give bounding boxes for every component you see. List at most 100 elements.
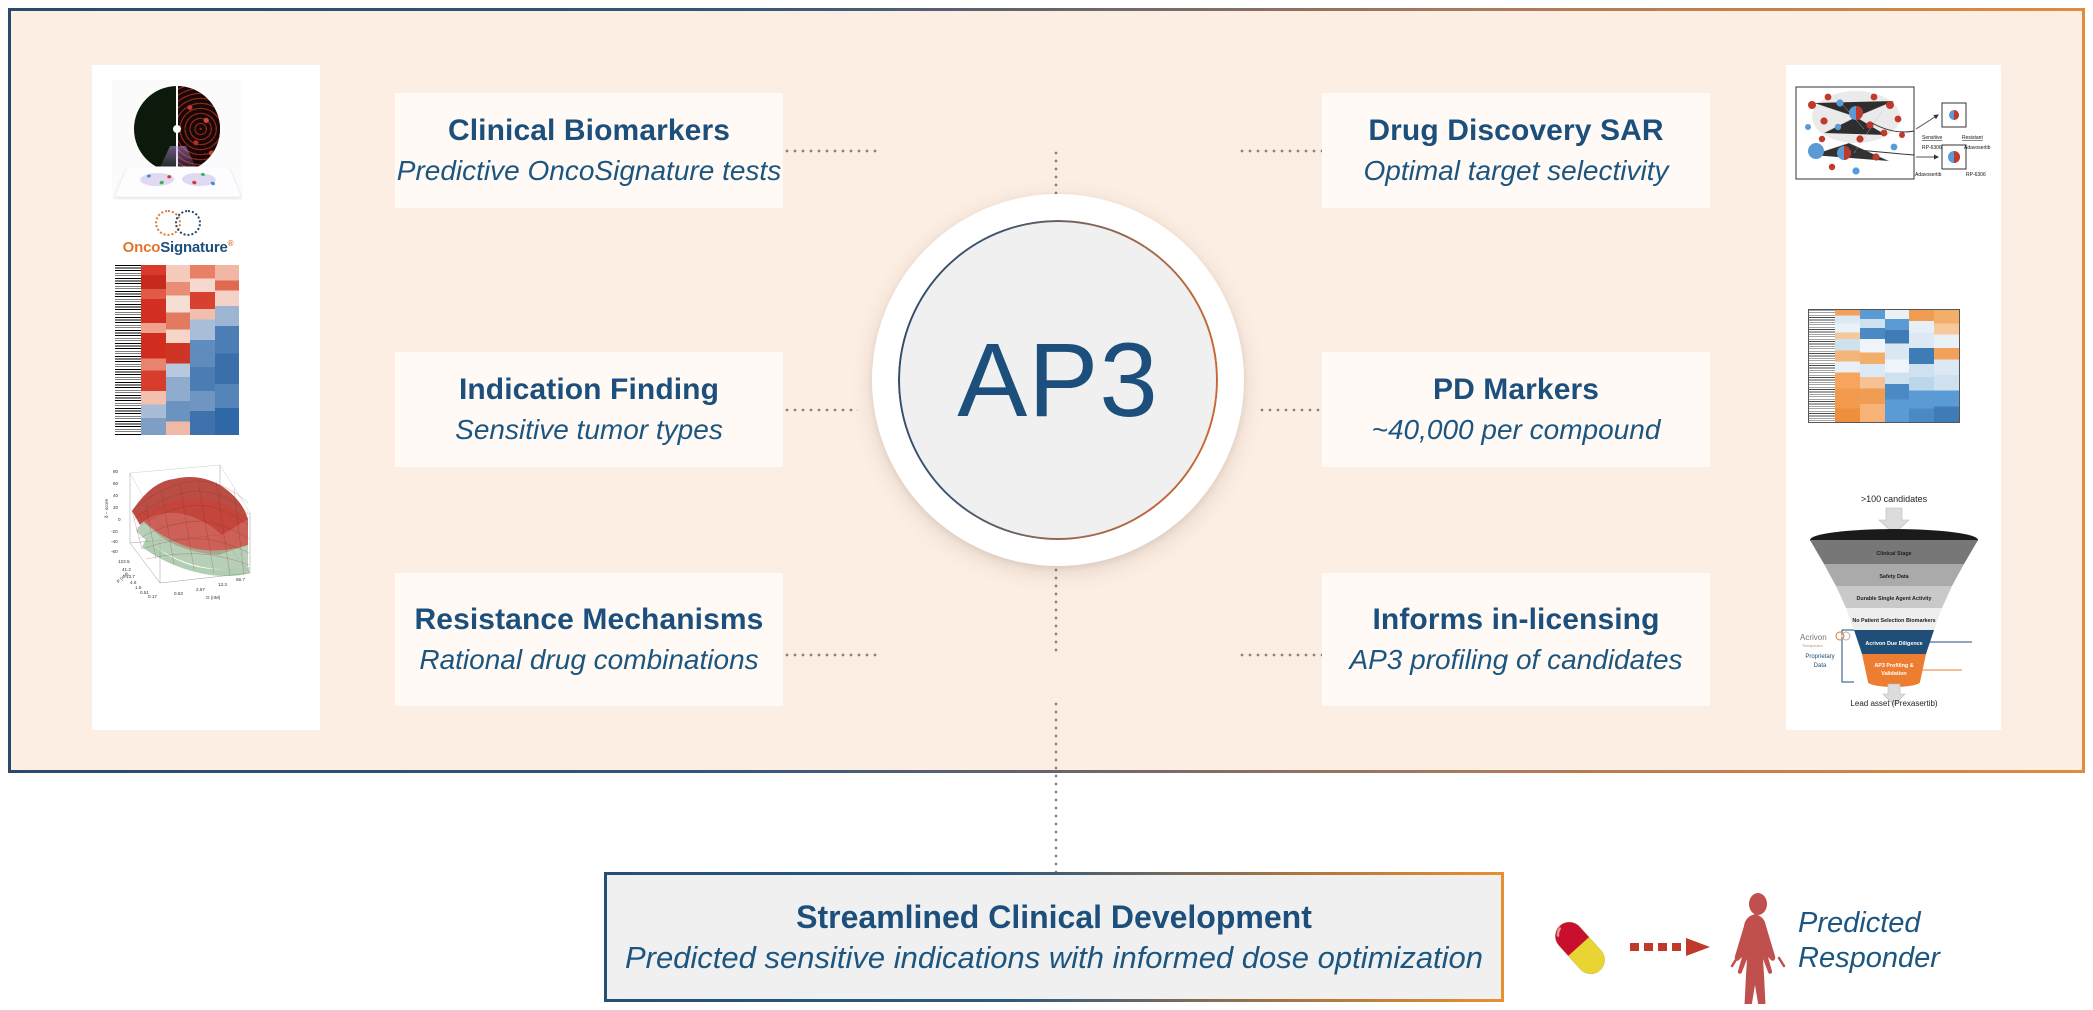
tissue-center-dot [173, 125, 181, 133]
compound-label: RP-6306 [1922, 145, 1942, 151]
connector-core-to-licensing [1238, 653, 1324, 657]
oncosignature-mark-icon [155, 210, 201, 236]
connector-core-to-banner [1054, 700, 1058, 875]
banner-subtitle: Predicted sensitive indications with inf… [624, 939, 1484, 975]
feature-subtitle: Optimal target selectivity [1363, 155, 1669, 187]
feature-box-drug-discovery-sar[interactable]: Drug Discovery SAR Optimal target select… [1322, 93, 1710, 208]
connector-biomarkers-to-core [783, 149, 878, 153]
z-tick: 80 [113, 469, 119, 474]
connector-indication-to-core [783, 408, 858, 412]
feature-box-resistance-mechanisms[interactable]: Resistance Mechanisms Rational drug comb… [395, 573, 783, 706]
x-axis-label: G (nM) [206, 595, 221, 600]
network-svg: Sensitive Resistant RP-6306 Adavosertib … [1795, 86, 1991, 180]
heatmap-columns [141, 265, 239, 435]
funnel-stage: Safety Data [1879, 574, 1909, 580]
feature-box-pd-markers[interactable]: PD Markers ~40,000 per compound [1322, 352, 1710, 467]
feature-box-informs-in-licensing[interactable]: Informs in-licensing AP3 profiling of ca… [1322, 573, 1710, 706]
funnel-stage: Validation [1881, 671, 1906, 677]
legend-resistant: Resistant [1962, 135, 1983, 141]
funnel-stage: No Patient Selection Biomarkers [1852, 618, 1935, 624]
z-tick: 40 [113, 493, 119, 498]
feature-box-indication-finding[interactable]: Indication Finding Sensitive tumor types [395, 352, 783, 467]
funnel-top-label: >100 candidates [1861, 494, 1928, 504]
legend-sensitive: Sensitive [1922, 135, 1943, 141]
compound-label: RP-6306 [1966, 172, 1986, 178]
heatmap-col [214, 265, 239, 435]
feature-subtitle: Rational drug combinations [419, 644, 759, 676]
feature-title: Clinical Biomarkers [447, 113, 731, 147]
human-figure-icon [1730, 893, 1786, 1004]
pd-marker-clustered-heatmap [1804, 305, 1964, 427]
slide-point [210, 181, 216, 186]
microscope-slide [114, 166, 242, 197]
x-tick: 2.67 [196, 587, 205, 592]
z-tick: -60 [111, 549, 118, 554]
responder-line-1: Predicted [1798, 907, 1921, 939]
y-tick: 123.5 [118, 559, 130, 564]
y-tick: 0.17 [148, 594, 157, 599]
y-tick: 41.2 [122, 567, 131, 572]
candidate-selection-funnel-image: >100 candidates Clinical Stage Safety Da… [1796, 490, 1992, 710]
heatmap-row-labels [115, 265, 141, 435]
x-tick: 0.53 [174, 591, 183, 596]
logo-superscript: ® [227, 239, 234, 248]
funnel-svg: >100 candidates Clinical Stage Safety Da… [1800, 494, 1978, 708]
feature-title: Informs in-licensing [1372, 602, 1660, 636]
streamlined-development-banner[interactable]: Streamlined Clinical Development Predict… [604, 872, 1504, 1002]
funnel-stage: Clinical Stage [1876, 551, 1911, 557]
connector-core-to-sar [1238, 149, 1324, 153]
feature-subtitle: Sensitive tumor types [455, 414, 723, 446]
z-tick: 20 [113, 505, 119, 510]
heatmap-dendrogram [1809, 310, 1835, 422]
ap3-core-node[interactable]: AP3 [872, 194, 1244, 566]
ap3-label: AP3 [957, 321, 1159, 439]
acrivon-brand: Acrivon [1800, 633, 1827, 642]
feature-box-clinical-biomarkers[interactable]: Clinical Biomarkers Predictive OncoSigna… [395, 93, 783, 208]
synergy-surface-plot: 80 60 40 20 0 -20 -40 -60 δ − score 123.… [102, 455, 257, 600]
x-tick: 13.3 [218, 582, 227, 587]
arrow-icon [1630, 938, 1710, 956]
logo-text-signature: Signature [160, 239, 228, 256]
feature-title: PD Markers [1432, 372, 1600, 406]
acrivon-brand-sub: Therapeutics [1802, 644, 1823, 648]
predicted-responder-group: Predicted Responder [1530, 890, 1950, 1005]
funnel-side-label: Data [1814, 663, 1827, 669]
compound-label: Adavosertib [1915, 172, 1942, 178]
target-selectivity-network-image: Sensitive Resistant RP-6306 Adavosertib … [1794, 83, 1992, 183]
surface-plot-svg: 80 60 40 20 0 -20 -40 -60 δ − score 123.… [104, 464, 251, 600]
oncosignature-logo: OncoSignature® [114, 210, 242, 256]
slide-point [192, 180, 197, 185]
funnel-stage: Acrivon Due Diligence [1865, 641, 1922, 647]
connector-resistance-to-core [783, 653, 878, 657]
feature-title: Resistance Mechanisms [414, 602, 764, 636]
heatmap-col [141, 265, 166, 435]
connector-resistance-vertical [1054, 566, 1058, 655]
feature-subtitle: AP3 profiling of candidates [1349, 644, 1683, 676]
ap3-inner-disc: AP3 [898, 220, 1218, 540]
logo-text-onco: Onco [122, 239, 161, 256]
heatmap-col [165, 265, 190, 435]
z-tick: 0 [118, 517, 121, 522]
oncosignature-assay-image [112, 80, 242, 200]
right-image-panel: Sensitive Resistant RP-6306 Adavosertib … [1786, 65, 2001, 730]
z-tick: 60 [113, 481, 119, 486]
heatmap-col [190, 265, 215, 435]
feature-title: Indication Finding [458, 372, 720, 406]
responder-line-2: Responder [1798, 942, 1940, 975]
feature-title: Drug Discovery SAR [1368, 113, 1664, 147]
slide-point [200, 172, 206, 176]
pill-icon [1554, 921, 1606, 975]
z-tick: -40 [111, 539, 118, 544]
x-tick: 66.7 [236, 577, 245, 582]
funnel-stage: Durable Single Agent Activity [1856, 596, 1931, 602]
z-axis-label: δ − score [104, 499, 109, 518]
feature-subtitle: ~40,000 per compound [1371, 414, 1661, 446]
expression-heatmap-red-blue [115, 265, 239, 435]
funnel-side-label: Proprietary [1805, 654, 1834, 660]
predicted-responder-label: Predicted Responder [1798, 906, 1940, 977]
connector-core-to-pd [1258, 408, 1324, 412]
feature-subtitle: Predictive OncoSignature tests [396, 155, 782, 187]
banner-title: Streamlined Clinical Development [796, 898, 1312, 935]
heatmap-body [1835, 310, 1959, 422]
left-image-panel: OncoSignature® [92, 65, 320, 730]
